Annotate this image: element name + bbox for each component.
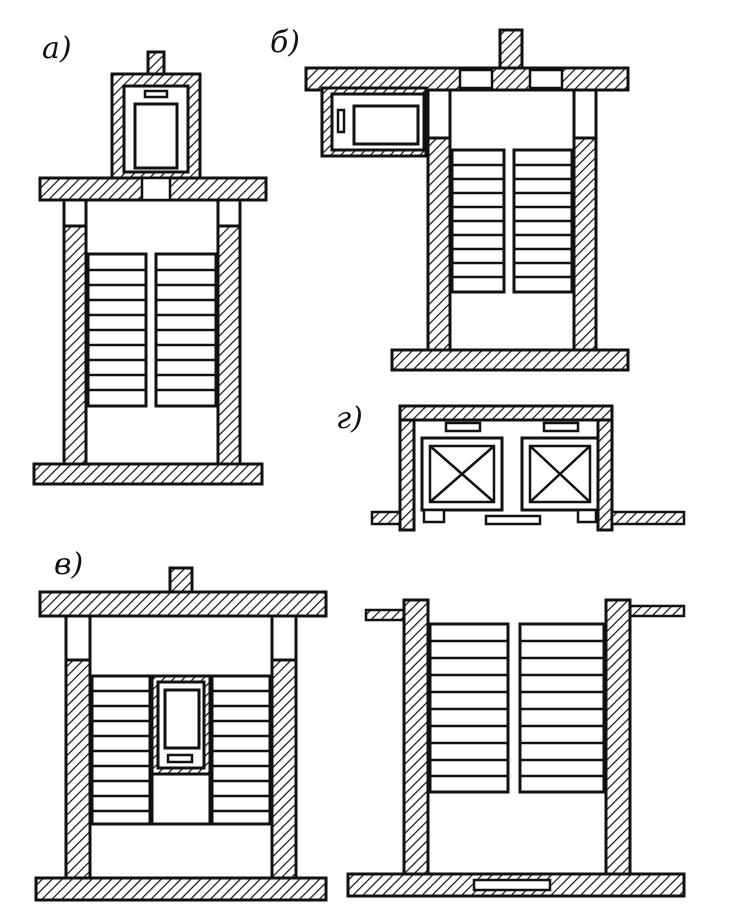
plan-a-column-right — [216, 198, 242, 228]
plan-v-column-right — [270, 614, 298, 662]
plan-e-wall-left — [402, 598, 430, 876]
plan-g-elevator-cab-2 — [520, 421, 600, 524]
plan-v: в) — [34, 547, 328, 902]
plan-e-top-wall-right — [628, 604, 686, 618]
plan-b-stair-flight-left — [450, 148, 506, 294]
plan-g-side-wall-left — [398, 418, 416, 532]
plan-b-lower-slab — [390, 348, 630, 372]
plan-e-stair-flight-left — [428, 622, 510, 794]
plan-b-stair-flight-right — [512, 148, 574, 294]
plan-v-upper-slab — [38, 590, 328, 618]
plan-e — [346, 598, 686, 898]
plan-b-column-left — [426, 88, 452, 140]
plan-g-floor-right — [610, 510, 686, 526]
plan-e-top-wall-left — [364, 608, 406, 622]
plan-a-stair-flight-left — [86, 252, 148, 408]
plan-b-wall-left — [426, 136, 452, 352]
plan-b-top-stub — [498, 28, 524, 72]
plan-b: б) — [270, 25, 630, 372]
label-plan-b: б) — [270, 25, 300, 60]
plan-v-lower-slab — [34, 876, 328, 902]
plan-g-side-wall-right — [596, 418, 614, 532]
plan-b-window-2 — [528, 68, 564, 90]
plan-e-wall-right — [604, 598, 632, 876]
plan-a-lower-slab — [32, 462, 264, 486]
plan-v-wall-left — [64, 658, 92, 880]
plan-v-elevator-shaft — [150, 674, 212, 826]
plan-v-stair-flight-right — [210, 674, 272, 826]
plan-g-landing-door — [484, 514, 542, 526]
plan-g: г) — [336, 401, 686, 532]
plan-a-column-left — [62, 198, 88, 228]
plan-v-wall-right — [270, 658, 298, 880]
plan-b-elevator-shaft — [320, 86, 428, 158]
plan-b-wall-right — [572, 136, 598, 352]
plan-g-floor-left — [370, 510, 402, 526]
plan-v-top-stub — [168, 566, 194, 596]
plan-g-back-wall — [398, 404, 614, 422]
plan-b-column-right — [572, 88, 598, 140]
label-plan-v: в) — [54, 547, 83, 582]
plan-a: а) — [32, 31, 268, 486]
plan-a-elevator-shaft — [110, 50, 202, 200]
plan-b-window-1 — [458, 68, 494, 90]
plan-g-elevator-cab-1 — [420, 421, 504, 524]
label-plan-g: г) — [336, 401, 363, 436]
plan-v-stair-flight-left — [90, 674, 152, 826]
plan-v-column-left — [64, 614, 92, 662]
plan-e-entrance — [472, 878, 552, 892]
plan-a-wall-right — [216, 224, 242, 466]
plan-a-doorway — [140, 176, 172, 202]
label-plan-a: а) — [42, 31, 72, 66]
plan-e-stair-flight-right — [518, 622, 606, 794]
plan-a-wall-left — [62, 224, 88, 466]
plan-a-stair-flight-right — [154, 252, 218, 408]
